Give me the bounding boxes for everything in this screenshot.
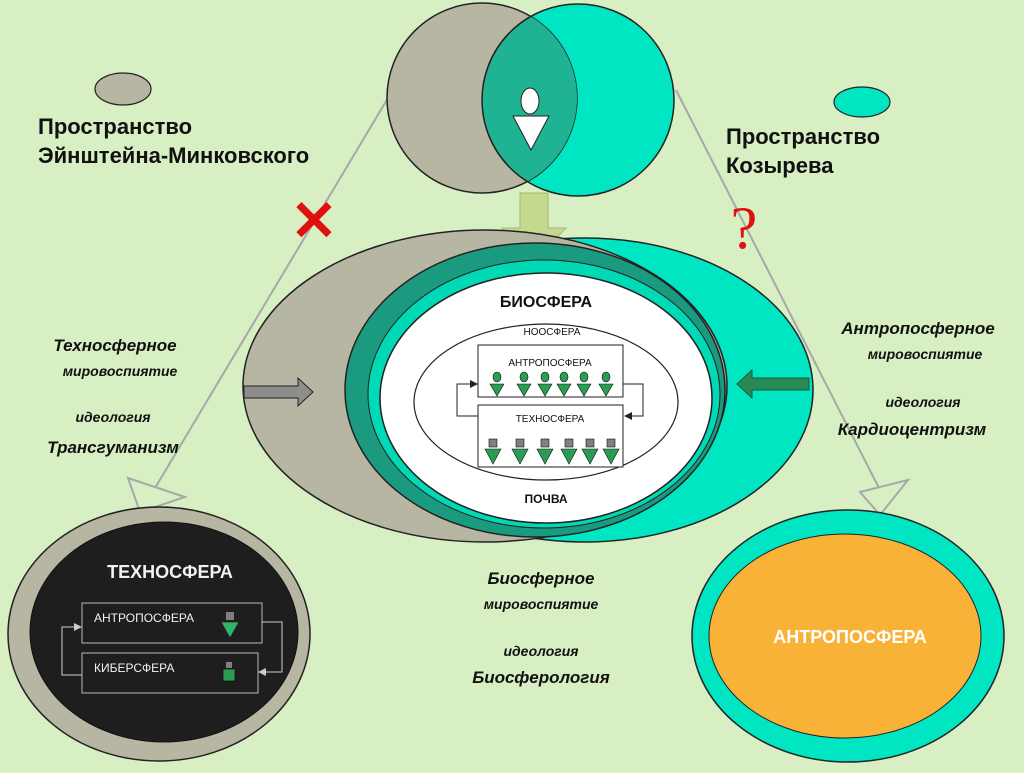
robot-figure-icon — [536, 438, 554, 465]
techno-oval-box2 — [81, 652, 259, 694]
techno-oval-title: ТЕХНОСФЕРА — [107, 562, 233, 582]
person-down-icon — [220, 621, 240, 639]
person-head-icon — [520, 87, 540, 115]
legend-cyan-oval — [833, 86, 891, 118]
human-figure-icon — [576, 371, 592, 397]
anthropo-oval-title: АНТРОПОСФЕРА — [773, 627, 927, 647]
person-body-icon — [512, 115, 550, 152]
biosphere-title: БИОСФЕРА — [500, 294, 593, 311]
anthroposphere-figures — [489, 371, 614, 397]
gray-right-arrow — [243, 376, 314, 408]
kozyrev-label-line1: Пространство — [726, 124, 880, 149]
einstein-label-line2: Эйнштейна-Минковского — [38, 143, 309, 168]
robot-figure-icon — [581, 438, 599, 465]
human-figure-icon — [598, 371, 614, 397]
right-hollow-arrowhead — [858, 478, 911, 517]
right-ideology: идеология — [885, 394, 960, 410]
robot-figure-icon — [602, 438, 620, 465]
human-figure-icon — [516, 371, 532, 397]
legend-gray-oval — [94, 72, 152, 106]
left-world-view-1: Техносферное — [53, 336, 176, 355]
bottom-ideology: идеология — [503, 643, 578, 659]
left-diverging-line — [154, 97, 389, 489]
cycle-right-arrowhead — [624, 412, 632, 420]
techno-oval-box1-label: АНТРОПОСФЕРА — [94, 611, 194, 625]
noosphere-label: НООСФЕРА — [524, 327, 581, 338]
right-diverging-line — [675, 89, 881, 491]
red-cross-icon: ✕ — [291, 189, 338, 252]
right-ideology-name: Кардиоцентризм — [838, 420, 987, 439]
anthroposphere-box-label: АНТРОПОСФЕРА — [508, 358, 592, 369]
human-figure-icon — [489, 371, 505, 397]
robot-figure-icon — [484, 438, 502, 465]
cycle-left-arrowhead — [470, 380, 478, 388]
robot-figure-icon — [511, 438, 529, 465]
technosphere-box-label: ТЕХНОСФЕРА — [516, 414, 585, 425]
bottom-ideology-name: Биосферология — [472, 668, 610, 687]
anthroposphere-box — [477, 344, 624, 398]
green-left-arrow — [736, 368, 810, 400]
red-question-icon: ? — [731, 195, 758, 261]
left-hollow-arrowhead — [126, 476, 189, 514]
left-ideology-name: Трансгуманизм — [47, 438, 179, 457]
left-ideology: идеология — [75, 409, 150, 425]
techno-oval-box1 — [81, 602, 263, 644]
kozyrev-label-line2: Козырева — [726, 153, 834, 178]
soil-label: ПОЧВА — [524, 492, 567, 506]
robot-figure-icon — [560, 438, 578, 465]
cycle-right-line — [623, 383, 644, 417]
cycle-left-line — [456, 383, 478, 417]
human-figure-icon — [537, 371, 553, 397]
technosphere-figures — [484, 438, 620, 465]
bottom-world-view-1: Биосферное — [487, 569, 594, 588]
technosphere-box — [477, 404, 624, 468]
techno-oval-box2-label: КИБЕРСФЕРА — [94, 661, 174, 675]
right-world-view-1: Антропосферное — [840, 319, 994, 338]
right-world-view-2: мировоспиятие — [868, 346, 983, 362]
human-figure-icon — [556, 371, 572, 397]
anthropo-inner-oval — [708, 533, 982, 739]
left-world-view-2: мировоспиятие — [63, 363, 178, 379]
techno-inner-oval — [29, 521, 299, 743]
einstein-label-line1: Пространство — [38, 114, 192, 139]
bottom-world-view-2: мировоспиятие — [484, 596, 599, 612]
robot-icon — [226, 662, 232, 668]
